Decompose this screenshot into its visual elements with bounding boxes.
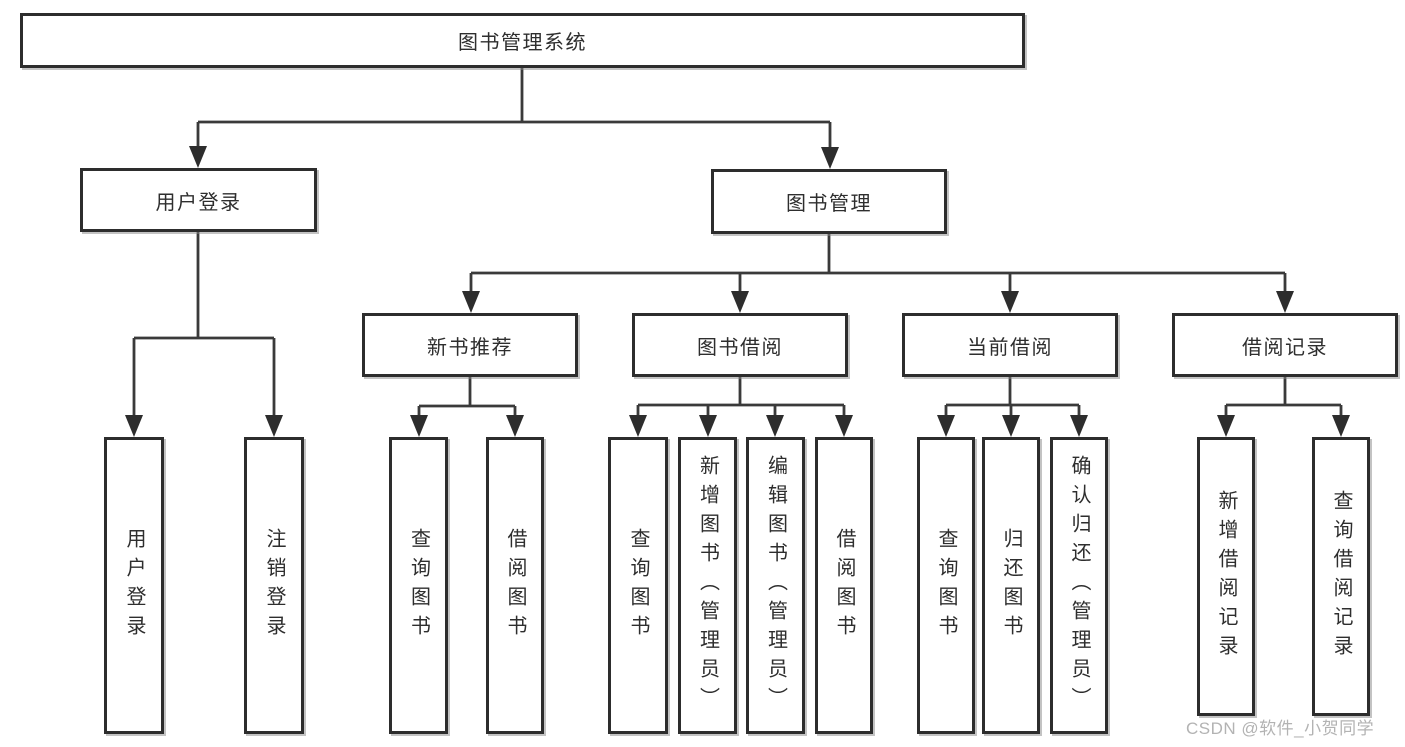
arrowhead-icons [125, 146, 1350, 437]
leaf-add-books-admin: 新增图书（管理员） [678, 437, 737, 734]
node-book-borrowing: 图书借阅 [632, 313, 848, 377]
node-book-management: 图书管理 [711, 169, 947, 234]
leaf-query-books: 查询图书 [389, 437, 448, 734]
leaf-query-books-3: 查询图书 [917, 437, 975, 734]
leaf-borrow-books: 借阅图书 [486, 437, 544, 734]
node-library-management-system: 图书管理系统 [20, 13, 1025, 68]
leaf-borrow-books-2: 借阅图书 [815, 437, 873, 734]
leaf-edit-books-admin: 编辑图书（管理员） [746, 437, 805, 734]
leaf-query-borrow-record: 查询借阅记录 [1312, 437, 1370, 716]
node-borrowing-records: 借阅记录 [1172, 313, 1398, 377]
leaf-confirm-return-admin: 确认归还（管理员） [1050, 437, 1108, 734]
leaf-query-books-2: 查询图书 [608, 437, 668, 734]
node-new-book-recommendation: 新书推荐 [362, 313, 578, 377]
node-current-borrowing: 当前借阅 [902, 313, 1118, 377]
csdn-watermark: CSDN @软件_小贺同学 [1186, 719, 1375, 738]
node-user-login: 用户登录 [80, 168, 317, 232]
leaf-add-borrow-record: 新增借阅记录 [1197, 437, 1255, 716]
leaf-user-login: 用户登录 [104, 437, 164, 734]
leaf-return-books: 归还图书 [982, 437, 1040, 734]
leaf-logout: 注销登录 [244, 437, 304, 734]
tree-edges [132, 68, 1343, 419]
